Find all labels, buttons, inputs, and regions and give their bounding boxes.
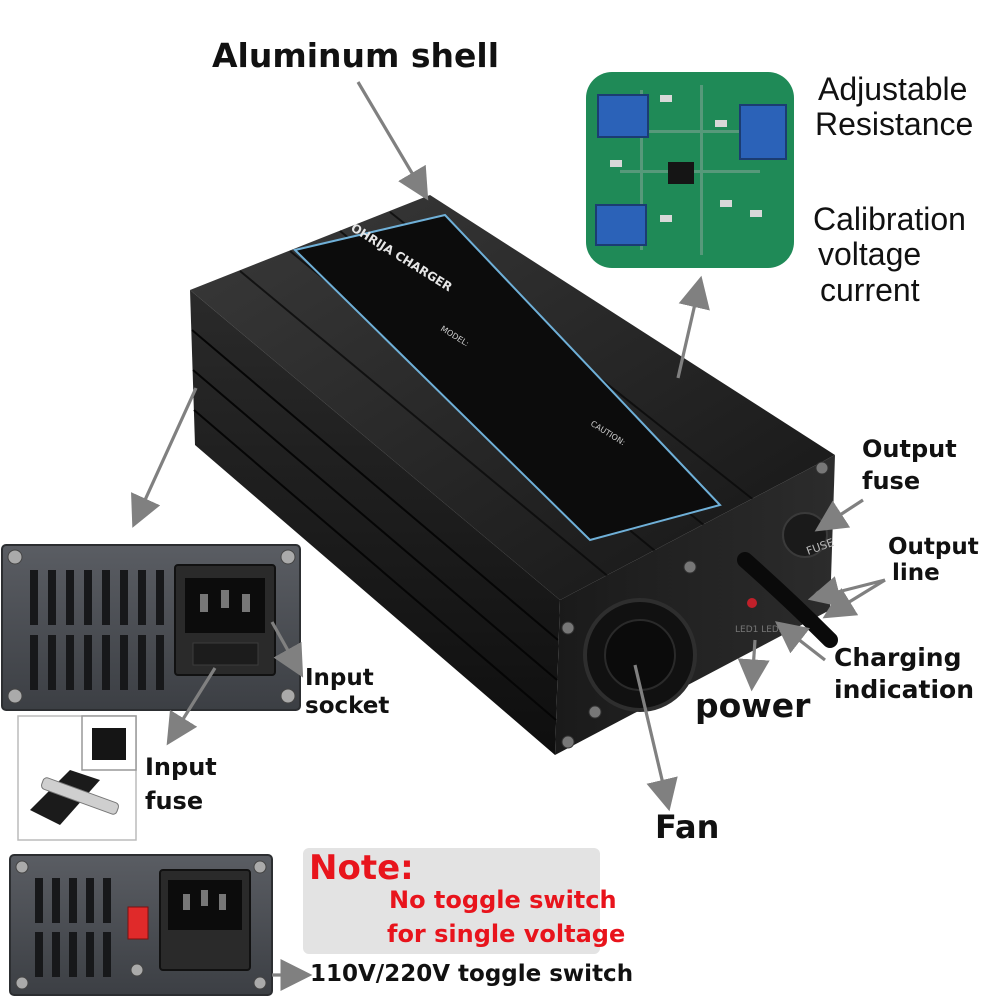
led-text: LED1 LED2	[735, 625, 785, 635]
arrow-output-fuse	[814, 498, 864, 532]
label-charging-1: Charging	[834, 643, 962, 672]
label-input-socket-2: socket	[305, 693, 390, 719]
label-aluminum-shell: Aluminum shell	[212, 36, 500, 75]
potentiometer-2	[739, 104, 787, 160]
input-panel	[1, 544, 301, 711]
fuse-holder	[30, 770, 100, 825]
label-input-socket-1: Input	[305, 665, 374, 691]
arrow-charging	[774, 621, 826, 662]
label-output-fuse-2: fuse	[862, 467, 921, 495]
body-screws	[561, 461, 829, 749]
label-toggle-switch: 110V/220V toggle switch	[310, 961, 634, 987]
note-title: Note:	[309, 848, 414, 888]
label-calibration: Calibration	[813, 201, 966, 237]
label-adjustable: Adjustable	[818, 71, 968, 107]
arrow-pcb	[676, 275, 710, 379]
label-charging-2: indication	[834, 675, 975, 704]
pcb-inset	[586, 72, 794, 268]
label-output-line-2: line	[892, 560, 940, 586]
label-resistance: Resistance	[815, 106, 974, 142]
output-cable	[737, 552, 838, 648]
callout-arrows	[131, 81, 886, 991]
iec-pins	[200, 590, 250, 612]
arrow-output-line-1	[822, 578, 886, 619]
label-power: power	[695, 686, 811, 725]
fuse-drawer	[192, 642, 259, 666]
panel-screws	[7, 549, 296, 704]
note-line-1: No toggle switch	[389, 886, 617, 914]
label-input-fuse-1: Input	[145, 753, 217, 781]
led-indicator	[747, 598, 757, 608]
potentiometer-3	[595, 204, 647, 246]
label-voltage: voltage	[818, 236, 922, 272]
arrow-output-line-2	[807, 576, 886, 608]
toggle-panel-screws	[15, 860, 267, 990]
arrow-input-fuse	[166, 667, 217, 746]
spec-label	[293, 213, 722, 542]
note-box: Note: No toggle switch for single voltag…	[303, 848, 625, 954]
note-line-2: for single voltage	[387, 920, 626, 948]
toggle-panel	[9, 854, 273, 996]
toggle-switch	[127, 906, 149, 940]
toggle-panel-vents	[35, 878, 111, 977]
arrow-input-socket	[270, 621, 304, 678]
arrow-aluminum-shell	[356, 81, 429, 201]
label-fan: Fan	[655, 808, 720, 846]
input-fuse-inset	[17, 715, 137, 841]
potentiometer-1	[597, 94, 649, 138]
toggle-iec-pins	[183, 890, 226, 910]
smd-components	[610, 95, 762, 222]
label-current: current	[820, 272, 920, 308]
panel-vents	[30, 570, 164, 690]
charger-body: FUSE LED1 LED2	[190, 195, 838, 755]
thumb-socket	[92, 728, 126, 760]
fuse-cartridge	[40, 777, 120, 815]
side-grooves	[191, 329, 559, 721]
ic-chip	[668, 162, 694, 184]
label-output-fuse-1: Output	[862, 435, 957, 463]
arrow-fan	[633, 664, 678, 812]
arrow-input-panel	[131, 387, 198, 528]
label-output-line-1: Output	[888, 534, 979, 560]
label-input-fuse-2: fuse	[145, 787, 204, 815]
arrow-power	[737, 639, 770, 692]
